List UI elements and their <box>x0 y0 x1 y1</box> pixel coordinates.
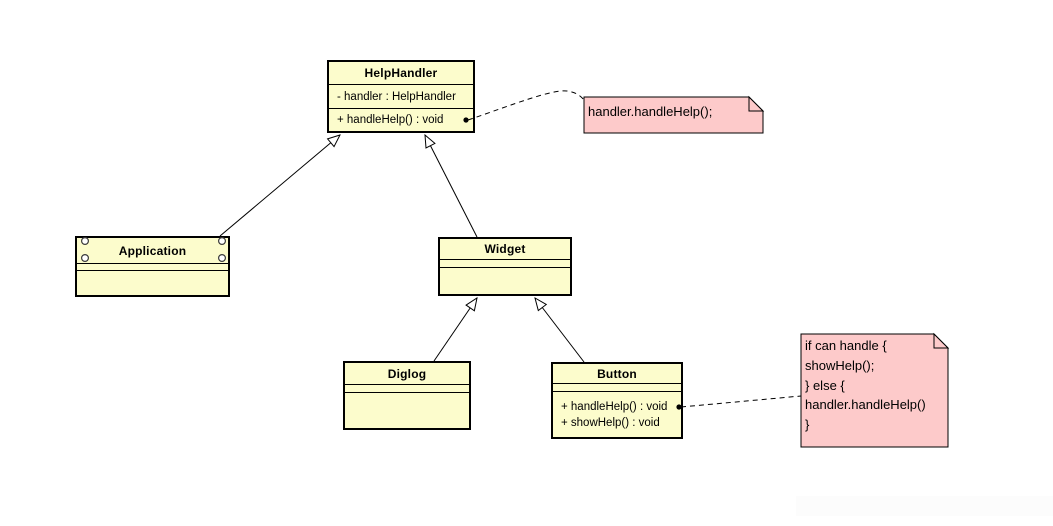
note-1-shape[interactable] <box>583 96 764 134</box>
note-line: } <box>805 417 810 433</box>
class-box-helphandler[interactable]: HelpHandler - handler : HelpHandler + ha… <box>327 60 475 133</box>
class-box-diglog[interactable]: Diglog <box>343 361 471 430</box>
note-1-fold-icon <box>748 95 765 112</box>
note-2-text: if can handle { showHelp(); } else { han… <box>805 336 926 435</box>
class-attribute-handler: - handler : HelpHandler <box>337 90 456 103</box>
methods-compartment <box>77 270 228 295</box>
artifact-strip <box>796 496 1053 516</box>
class-method-handlehelp: + handleHelp() : void <box>337 114 444 126</box>
class-box-button[interactable]: Button + handleHelp() : void + showHelp(… <box>551 362 683 439</box>
attributes-compartment <box>440 259 570 267</box>
attributes-compartment <box>77 263 228 270</box>
class-method-handlehelp: + handleHelp() : void <box>561 400 668 413</box>
class-box-application[interactable]: Application <box>75 236 230 297</box>
class-title-button: Button <box>597 366 637 381</box>
note-line: showHelp(); <box>805 357 875 373</box>
attributes-compartment <box>553 383 681 391</box>
class-title-widget: Widget <box>484 242 526 256</box>
note-line: } else { <box>805 377 845 393</box>
attributes-compartment <box>345 384 469 392</box>
note-line: handler.handleHelp(); <box>588 104 713 119</box>
methods-compartment <box>440 267 570 294</box>
note-1-text: handler.handleHelp(); <box>588 102 712 122</box>
note-line: if can handle { <box>805 338 887 353</box>
note-line: handler.handleHelp() <box>805 397 926 413</box>
class-title-helphandler: HelpHandler <box>364 66 438 80</box>
class-method-showhelp: + showHelp() : void <box>561 416 660 429</box>
class-title-application: Application <box>118 243 187 258</box>
methods-compartment <box>345 392 469 428</box>
class-title-diglog: Diglog <box>387 366 427 381</box>
class-box-widget[interactable]: Widget <box>438 237 572 296</box>
note-2-fold-icon <box>933 332 950 349</box>
note-2-shape[interactable] <box>800 333 949 448</box>
